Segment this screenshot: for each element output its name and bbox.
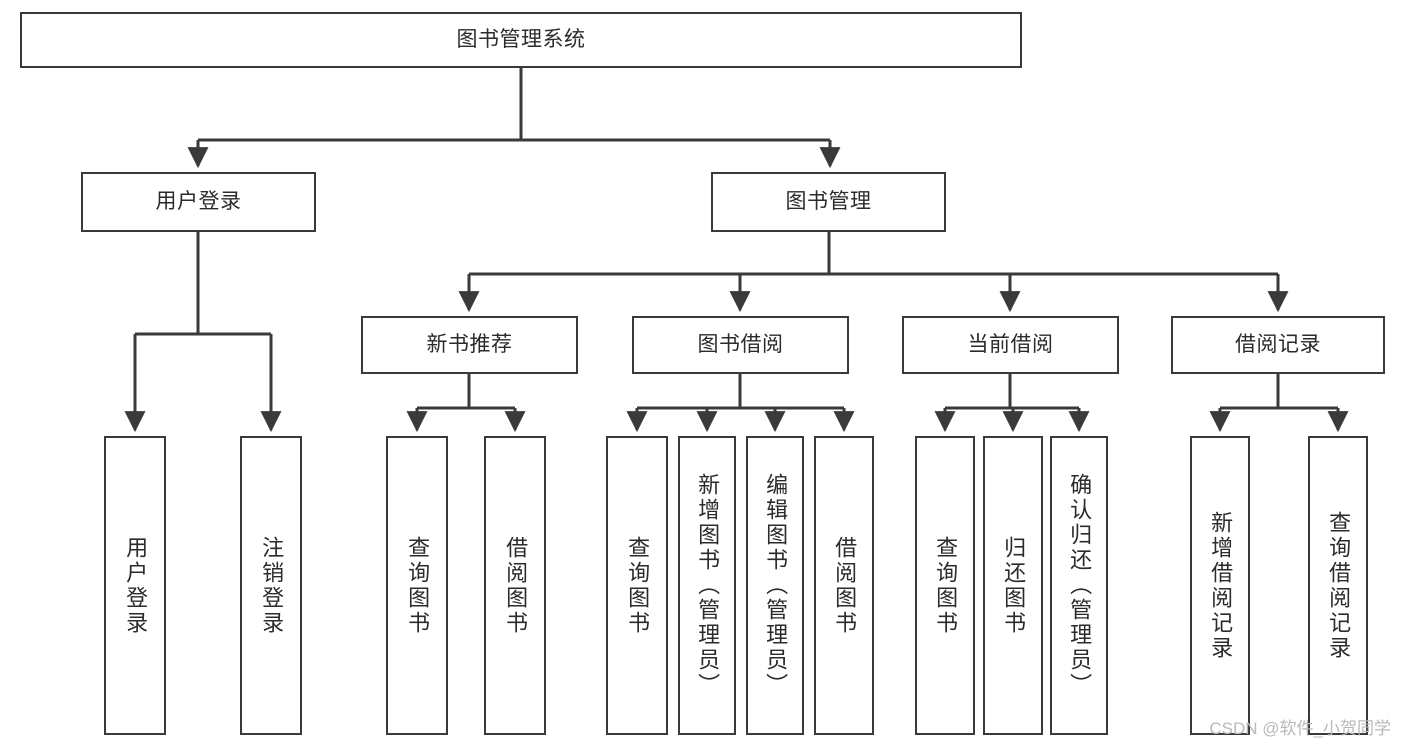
- leaf-query-book-brw[interactable]: 查询图书: [606, 436, 668, 735]
- node-user-login-label: 用户登录: [155, 189, 242, 213]
- node-book-manage-label: 图书管理: [785, 189, 872, 213]
- node-borrow-record-label: 借阅记录: [1235, 332, 1321, 356]
- node-book-borrow[interactable]: 图书借阅: [632, 316, 849, 374]
- leaf-return-book-label: 归还图书: [1001, 535, 1027, 636]
- leaf-borrow-book-brw-label: 借阅图书: [832, 535, 858, 636]
- node-current-borrow[interactable]: 当前借阅: [902, 316, 1119, 374]
- leaf-user-login-label: 用户登录: [123, 535, 149, 636]
- leaf-user-logout[interactable]: 注销登录: [240, 436, 302, 735]
- leaf-query-book-cur-label: 查询图书: [933, 535, 959, 636]
- node-book-borrow-label: 图书借阅: [697, 332, 784, 356]
- node-book-manage[interactable]: 图书管理: [711, 172, 946, 232]
- leaf-user-login[interactable]: 用户登录: [104, 436, 166, 735]
- leaf-query-borrow-record[interactable]: 查询借阅记录: [1308, 436, 1368, 735]
- leaf-borrow-book-brw[interactable]: 借阅图书: [814, 436, 874, 735]
- leaf-borrow-book-rec-label: 借阅图书: [503, 535, 529, 636]
- node-new-book-rec[interactable]: 新书推荐: [361, 316, 578, 374]
- node-user-login[interactable]: 用户登录: [81, 172, 316, 232]
- leaf-confirm-return-label: 确认归还（管理员）: [1067, 473, 1093, 698]
- node-new-book-rec-label: 新书推荐: [426, 332, 513, 356]
- leaf-add-borrow-record-label: 新增借阅记录: [1208, 510, 1234, 661]
- node-root-label: 图书管理系统: [456, 27, 586, 51]
- leaf-return-book[interactable]: 归还图书: [983, 436, 1043, 735]
- leaf-query-book-rec[interactable]: 查询图书: [386, 436, 448, 735]
- node-root[interactable]: 图书管理系统: [20, 12, 1022, 68]
- leaf-query-book-cur[interactable]: 查询图书: [915, 436, 975, 735]
- csdn-watermark: CSDN @软件_小贺同学: [1209, 719, 1391, 738]
- leaf-add-book-admin-label: 新增图书（管理员）: [695, 473, 721, 698]
- leaf-add-borrow-record[interactable]: 新增借阅记录: [1190, 436, 1250, 735]
- node-borrow-record[interactable]: 借阅记录: [1171, 316, 1385, 374]
- leaf-add-book-admin[interactable]: 新增图书（管理员）: [678, 436, 736, 735]
- leaf-borrow-book-rec[interactable]: 借阅图书: [484, 436, 546, 735]
- leaf-edit-book-admin[interactable]: 编辑图书（管理员）: [746, 436, 804, 735]
- leaf-user-logout-label: 注销登录: [259, 535, 285, 636]
- leaf-query-book-brw-label: 查询图书: [625, 535, 651, 636]
- leaf-edit-book-admin-label: 编辑图书（管理员）: [763, 473, 789, 698]
- leaf-query-borrow-record-label: 查询借阅记录: [1326, 510, 1352, 661]
- leaf-query-book-rec-label: 查询图书: [405, 535, 431, 636]
- leaf-confirm-return[interactable]: 确认归还（管理员）: [1050, 436, 1108, 735]
- node-current-borrow-label: 当前借阅: [967, 332, 1054, 356]
